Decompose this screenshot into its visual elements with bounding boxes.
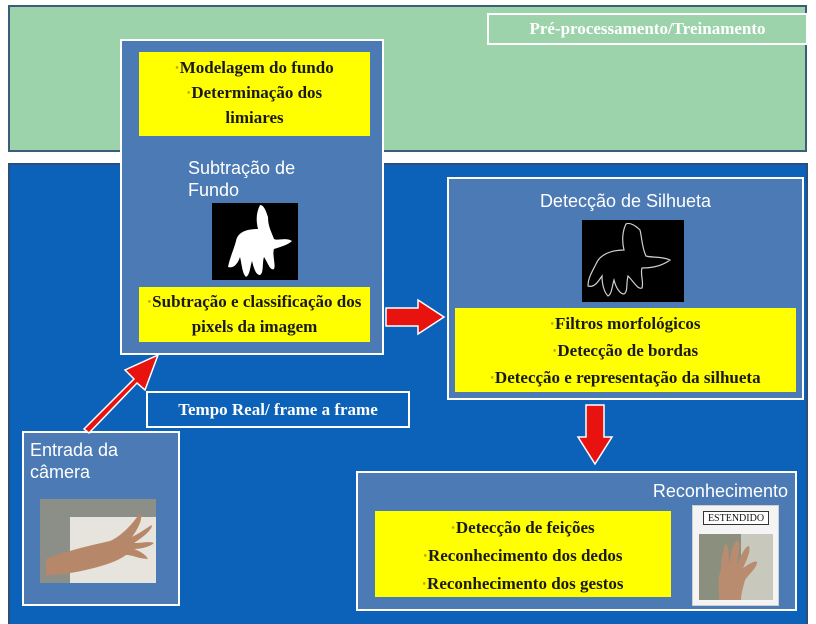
background-subtraction-title: Subtração de Fundo	[188, 158, 296, 200]
step-morphological-filters: •Filtros morfológicos	[550, 314, 701, 333]
background-training-steps: •Modelagem do fundo •Determinação dos li…	[139, 52, 370, 136]
silhouette-edge-image	[582, 220, 684, 302]
gesture-hand-icon	[699, 534, 773, 600]
recognition-title: Reconhecimento	[652, 481, 788, 501]
recognition-steps: •Detecção de feições •Reconhecimento dos…	[375, 511, 671, 597]
step-feature-detection: •Detecção de feições	[451, 518, 595, 537]
pixel-classification-step: •Subtração e classificação dos pixels da…	[139, 287, 370, 342]
step-pixel-classification: •Subtração e classificação dos pixels da…	[147, 292, 362, 336]
step-background-modeling: •Modelagem do fundo	[175, 58, 334, 77]
gesture-result-label: ESTENDIDO	[703, 511, 769, 525]
step-silhouette-representation: •Detecção e representação da silhueta	[490, 368, 761, 387]
camera-input-title: Entrada da câmera	[30, 440, 119, 482]
silhouette-detection-title: Detecção de Silhueta	[539, 191, 712, 211]
step-gesture-recognition: •Reconhecimento dos gestos	[422, 574, 624, 593]
realtime-label: Tempo Real/ frame a frame	[146, 391, 410, 428]
step-threshold-determination: •Determinação dos limiares	[186, 83, 323, 127]
step-edge-detection: •Detecção de bordas	[552, 341, 699, 360]
step-finger-recognition: •Reconhecimento dos dedos	[423, 546, 623, 565]
foreground-mask-image	[212, 203, 298, 280]
arrow-subtraction-to-silhouette	[385, 298, 446, 336]
arrow-silhouette-to-recognition	[576, 404, 614, 466]
gesture-result-image: ESTENDIDO	[692, 505, 779, 606]
arrow-camera-to-subtraction	[82, 353, 160, 435]
hand-outline-icon	[587, 222, 672, 297]
silhouette-steps: •Filtros morfológicos •Detecção de borda…	[455, 308, 796, 392]
preprocessing-label: Pré-processamento/Treinamento	[487, 13, 808, 45]
hand-mask-icon	[228, 205, 292, 277]
camera-hand-icon	[40, 499, 156, 583]
camera-frame-image	[40, 499, 156, 583]
